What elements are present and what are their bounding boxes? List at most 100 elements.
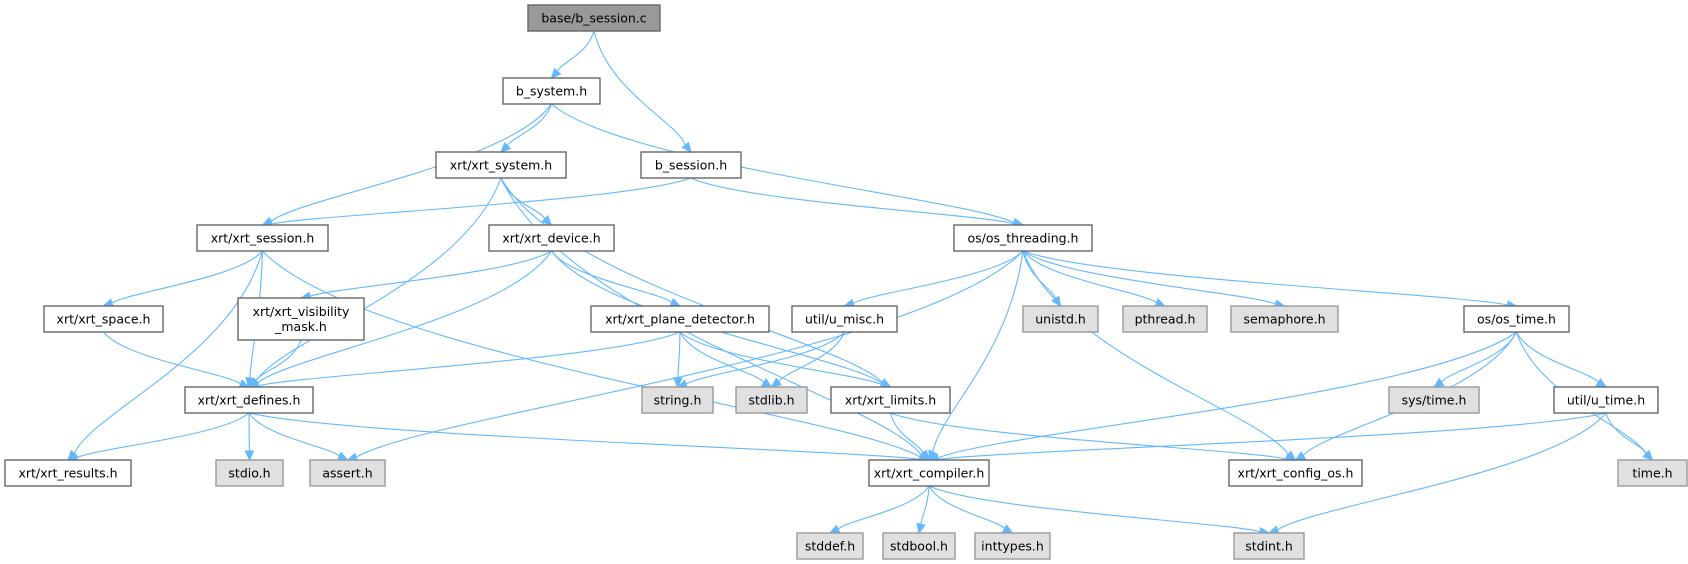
edge-line	[679, 331, 883, 386]
node-base-b-session-c[interactable]: base/b_session.c	[527, 4, 661, 32]
edge-line	[920, 485, 930, 525]
node-label: sys/time.h	[1402, 393, 1467, 408]
edge-line	[551, 103, 1015, 224]
node-time-h: time.h	[1617, 459, 1688, 487]
edge-xrt_device-to-xrt_visibility	[299, 250, 552, 301]
edge-line	[932, 250, 1024, 452]
node-label: assert.h	[322, 466, 372, 481]
node-box	[527, 4, 661, 32]
node-label: os/os_time.h	[1477, 312, 1556, 327]
node-box	[1228, 459, 1363, 487]
node-xrt-xrt-limits-h[interactable]: xrt/xrt_limits.h	[830, 386, 951, 414]
node-label: xrt/xrt_config_os.h	[1238, 466, 1354, 481]
node-box	[435, 151, 567, 179]
node-util-u-time-h[interactable]: util/u_time.h	[1553, 386, 1659, 414]
node-label: xrt/xrt_session.h	[211, 231, 315, 246]
node-xrt-xrt-device-h[interactable]: xrt/xrt_device.h	[488, 224, 615, 252]
node-xrt-xrt-defines-h[interactable]: xrt/xrt_defines.h	[184, 386, 314, 414]
edge-line	[685, 331, 845, 385]
node-xrt-xrt-system-h[interactable]: xrt/xrt_system.h	[435, 151, 567, 179]
edge-xrt_limits-to-xrt_compiler	[889, 412, 930, 461]
node-box	[237, 297, 365, 341]
edge-xrt_compiler-to-stdbool	[916, 485, 930, 535]
node-box	[1388, 386, 1480, 414]
node-b-system-h[interactable]: b_system.h	[502, 77, 601, 105]
edge-xrt_compiler-to-stddef	[828, 485, 930, 534]
edge-xrt_system-to-xrt_defines	[248, 177, 502, 388]
edge-line	[837, 485, 930, 530]
node-xrt-xrt-config-os-h[interactable]: xrt/xrt_config_os.h	[1228, 459, 1363, 487]
edge-line	[103, 331, 241, 385]
edge-xrt_plane-to-xrt_limits	[679, 331, 892, 390]
node-xrt-xrt-space-h[interactable]: xrt/xrt_space.h	[43, 305, 164, 333]
edge-line	[890, 412, 1287, 460]
edge-line	[270, 103, 552, 222]
node-stdio-h: stdio.h	[215, 459, 284, 487]
arrowhead-icon	[828, 524, 841, 534]
edge-line	[928, 485, 1006, 529]
node-box	[1022, 305, 1099, 333]
edge-line	[1516, 331, 1599, 383]
node-label: util/u_time.h	[1567, 393, 1645, 408]
edge-line	[248, 412, 340, 457]
node-xrt-xrt-visibility-mask-h[interactable]: xrt/xrt_visibility_mask.h	[237, 297, 365, 341]
node-label: xrt/xrt_system.h	[450, 158, 552, 173]
edge-xrt_defines-to-assert	[248, 412, 349, 461]
node-box	[309, 459, 386, 487]
node-box	[1463, 305, 1570, 333]
edge-xrt_limits-to-xrt_config_os	[890, 412, 1297, 464]
edge-os_threading-to-os_time	[1022, 250, 1518, 310]
edge-line	[937, 331, 1517, 459]
edge-line	[928, 485, 1261, 533]
edges-layer	[66, 30, 1654, 537]
node-label: xrt/xrt_device.h	[502, 231, 600, 246]
node-xrt-xrt-plane-detector-h[interactable]: xrt/xrt_plane_detector.h	[590, 305, 770, 333]
edge-line	[355, 250, 1024, 458]
edge-u_time-to-stdint	[1267, 412, 1607, 535]
node-label: stdio.h	[228, 466, 270, 481]
node-label: xrt/xrt_plane_detector.h	[605, 312, 755, 327]
edge-line	[271, 177, 692, 225]
arrowhead-icon	[919, 449, 930, 461]
node-xrt-xrt-results-h[interactable]: xrt/xrt_results.h	[4, 459, 132, 487]
node-label: util/u_misc.h	[805, 312, 884, 327]
arrowhead-icon	[244, 450, 255, 462]
arrowhead-icon	[1432, 377, 1445, 388]
node-os-os-time-h[interactable]: os/os_time.h	[1463, 305, 1570, 333]
node-label: inttypes.h	[981, 539, 1044, 554]
node-box	[502, 77, 601, 105]
node-box	[184, 386, 314, 414]
node-box	[641, 386, 714, 414]
node-label: stdint.h	[1245, 539, 1293, 554]
node-os-os-threading-h[interactable]: os/os_threading.h	[953, 224, 1093, 252]
node-label: pthread.h	[1135, 312, 1196, 327]
edge-xrt_defines-to-stdio	[244, 412, 255, 462]
node-b-session-h[interactable]: b_session.h	[640, 151, 742, 179]
arrowhead-icon	[681, 141, 692, 153]
edge-os_threading-to-semaphore	[1022, 250, 1286, 309]
arrowhead-icon	[336, 451, 349, 461]
node-xrt-xrt-compiler-h[interactable]: xrt/xrt_compiler.h	[868, 459, 990, 487]
edge-u_misc-to-stdlib	[770, 331, 846, 388]
node-box	[953, 224, 1093, 252]
node-label: b_session.h	[655, 158, 727, 173]
node-xrt-xrt-session-h[interactable]: xrt/xrt_session.h	[196, 224, 329, 252]
node-util-u-misc-h[interactable]: util/u_misc.h	[791, 305, 898, 333]
edge-line	[778, 331, 846, 382]
edge-line	[677, 331, 681, 379]
edge-b_session-to-os_threading	[690, 177, 1025, 229]
edge-xrt_plane-to-string	[673, 331, 683, 389]
edge-xrt_defines-to-xrt_compiler	[248, 412, 931, 465]
arrowhead-icon	[500, 141, 512, 153]
node-label: time.h	[1632, 466, 1672, 481]
node-stdint-h: stdint.h	[1233, 532, 1305, 560]
edge-line	[593, 30, 686, 146]
node-box	[791, 305, 898, 333]
arrowhead-icon	[1294, 451, 1307, 461]
node-label: stdbool.h	[890, 539, 948, 554]
node-label: xrt/xrt_defines.h	[198, 393, 301, 408]
node-label: stdlib.h	[748, 393, 794, 408]
edge-line	[852, 250, 1024, 304]
node-label: _mask.h	[274, 319, 327, 334]
edge-line	[255, 177, 502, 382]
